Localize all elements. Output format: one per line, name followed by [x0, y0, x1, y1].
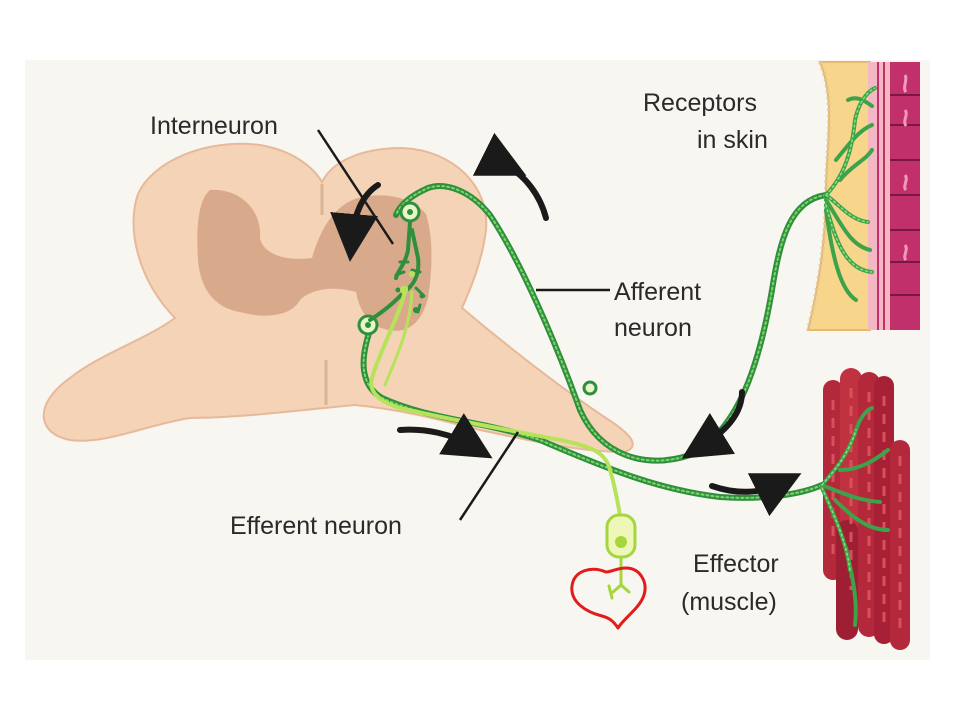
receptors-label-line2: in skin	[697, 126, 768, 154]
receptors-label-line1: Receptors	[643, 89, 757, 117]
flow-arrows	[330, 132, 802, 517]
afferent-label-line2: neuron	[614, 314, 692, 342]
effector-label-line1: Effector	[693, 550, 779, 578]
afferent-neuron-path	[393, 86, 877, 464]
interneuron-label: Interneuron	[150, 112, 278, 140]
heart-drawing	[570, 566, 647, 630]
spinal-cord	[42, 142, 634, 454]
leader-lines	[316, 129, 610, 521]
efferent-label: Efferent neuron	[230, 512, 402, 540]
afferent-label-line1: Afferent	[614, 278, 701, 306]
interneuron-cluster	[368, 201, 426, 322]
effector-label-line2: (muscle)	[681, 588, 777, 616]
